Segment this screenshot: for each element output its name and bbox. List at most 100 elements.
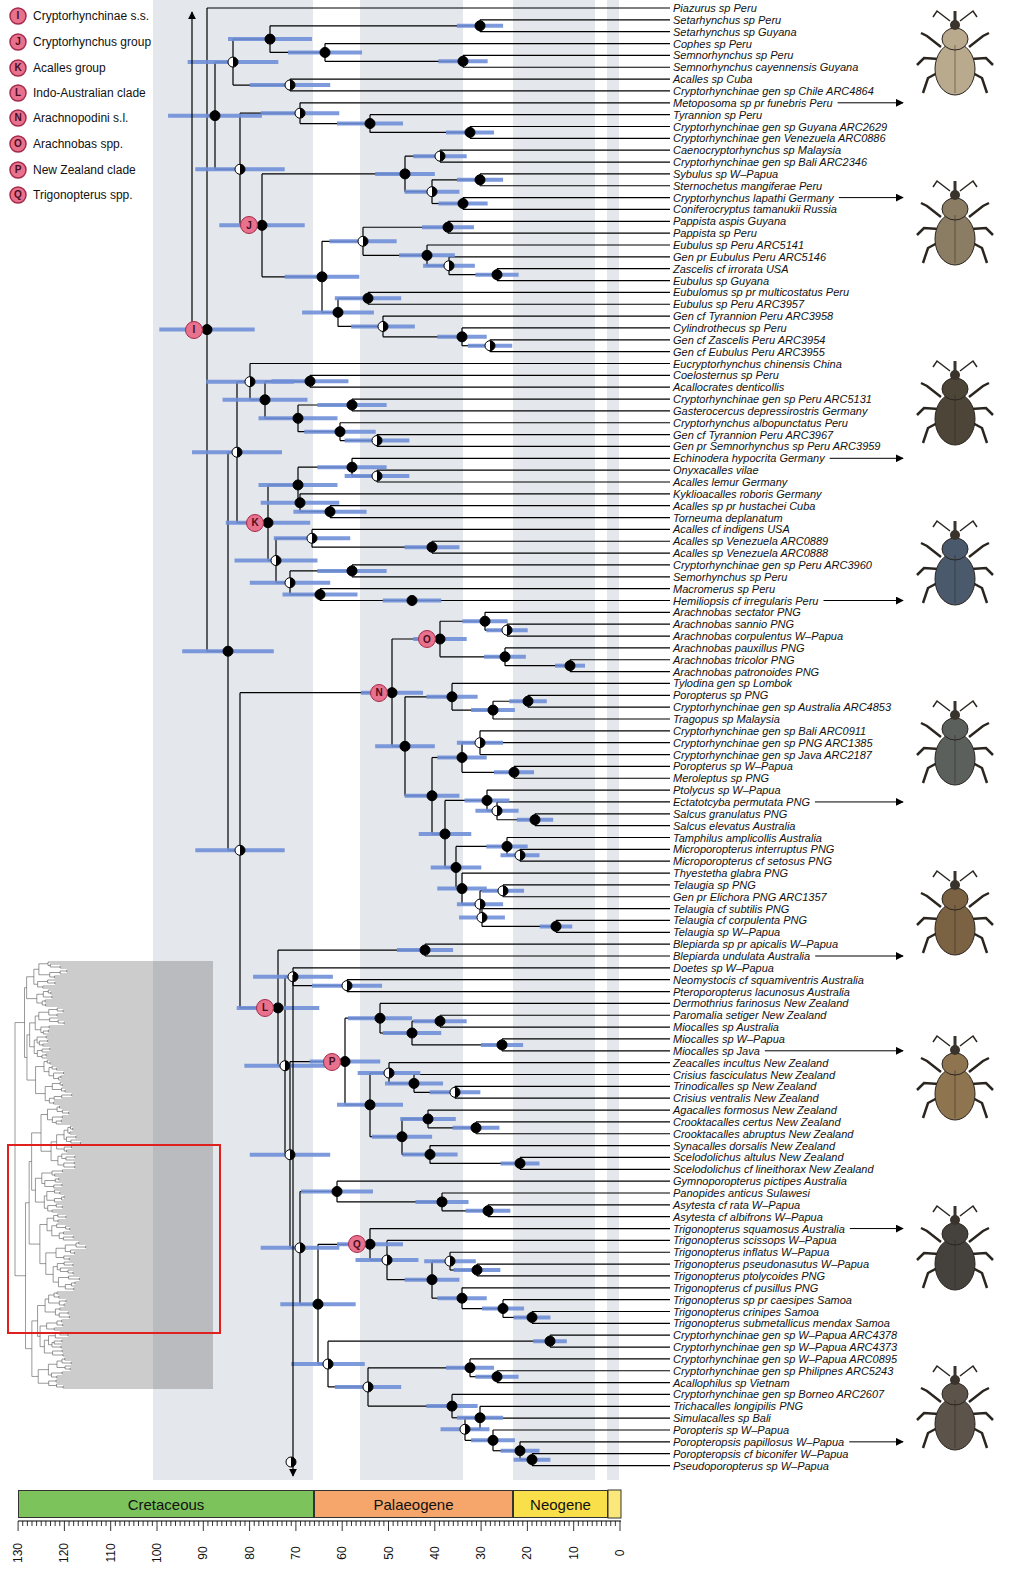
inset-tree-branch bbox=[57, 1011, 63, 1012]
support-dot-half bbox=[293, 972, 298, 982]
inset-tree-branch bbox=[45, 1299, 49, 1300]
inset-tree-branch bbox=[62, 1342, 69, 1343]
inset-tree-branch bbox=[64, 1072, 67, 1073]
inset-tree-branch bbox=[76, 1136, 83, 1137]
inset-tree-branch bbox=[60, 1020, 213, 1021]
support-dot bbox=[400, 169, 410, 179]
inset-tree-branch bbox=[59, 1106, 67, 1107]
support-dot-half bbox=[290, 578, 295, 588]
inset-tree-branch bbox=[44, 1208, 47, 1209]
node-text: Cretaceous bbox=[128, 1496, 205, 1513]
inset-tree-branch bbox=[54, 1078, 59, 1079]
taxon-label: Trigonopterus ptolycoides PNG bbox=[673, 1270, 825, 1282]
inset-tree-branch bbox=[65, 1251, 70, 1252]
axis-tick bbox=[420, 1521, 421, 1526]
tree-branch bbox=[503, 1299, 670, 1300]
taxon-label: Sternochetus mangiferae Peru bbox=[673, 180, 822, 192]
tree-branch bbox=[455, 1098, 670, 1099]
axis-number: 50 bbox=[382, 1546, 396, 1559]
inset-tree-branch bbox=[67, 1214, 213, 1215]
axis-tick bbox=[587, 1521, 588, 1526]
inset-tree-branch bbox=[59, 1305, 64, 1306]
inset-tree-branch bbox=[59, 1180, 62, 1181]
inset-tree-branch bbox=[62, 1206, 65, 1207]
inset-tree-branch bbox=[64, 1262, 67, 1263]
taxon-label: Cryptorhynchinae gen sp Peru ARC5131 bbox=[673, 393, 872, 405]
axis-tick bbox=[481, 1521, 482, 1531]
taxon-label: Arachnobas pauxillus PNG bbox=[673, 642, 804, 654]
inset-tree-branch bbox=[75, 1266, 213, 1267]
support-dot bbox=[480, 616, 490, 626]
inset-tree-branch bbox=[45, 1180, 55, 1181]
inset-tree-branch bbox=[66, 1298, 213, 1299]
inset-tree-branch bbox=[62, 1110, 70, 1111]
inset-tree-branch bbox=[38, 981, 48, 982]
inset-tree-branch bbox=[60, 1085, 62, 1086]
clade-marker: P bbox=[323, 1053, 341, 1071]
tree-branch bbox=[520, 1157, 670, 1158]
legend-text: Acalles group bbox=[33, 61, 106, 75]
inset-tree-branch bbox=[61, 1104, 213, 1105]
taxon-label: Pappista aspis Guyana bbox=[673, 215, 786, 227]
taxon-label: Caenocryptorhynchus sp Malaysia bbox=[673, 144, 841, 156]
inset-tree-branch bbox=[37, 1037, 46, 1038]
taxon-label: Gen cf Tyrannion Peru ARC3958 bbox=[673, 310, 833, 322]
inset-tree-branch bbox=[58, 1165, 64, 1166]
taxon-label: Salcus granulatus PNG bbox=[673, 808, 787, 820]
inset-tree-branch bbox=[44, 1061, 47, 1062]
support-dot-half bbox=[250, 377, 255, 387]
tree-branch bbox=[480, 19, 670, 20]
inset-tree-branch bbox=[59, 1077, 61, 1078]
inset-tree-branch bbox=[54, 964, 213, 965]
tree-branch bbox=[270, 25, 480, 26]
inset-tree-branch bbox=[29, 1161, 31, 1162]
inset-tree-branch bbox=[77, 1160, 213, 1161]
axis-tick bbox=[499, 1521, 500, 1526]
taxon-label: Panopides anticus Sulawesi bbox=[673, 1187, 810, 1199]
taxon-label: Cryptorhynchinae gen sp Borneo ARC2607 bbox=[673, 1388, 884, 1400]
tree-branch bbox=[449, 256, 670, 257]
inset-tree-branch bbox=[74, 1288, 77, 1289]
support-dot bbox=[422, 250, 432, 260]
support-dot bbox=[347, 400, 357, 410]
inset-tree-branch bbox=[62, 1084, 71, 1085]
support-dot bbox=[427, 1275, 437, 1285]
inset-tree-branch bbox=[65, 1350, 213, 1351]
axis-tick bbox=[138, 1521, 139, 1526]
inset-tree-branch bbox=[54, 1198, 61, 1199]
inset-tree-branch bbox=[71, 1356, 213, 1357]
inset-tree-branch bbox=[57, 1294, 61, 1295]
inset-tree-branch bbox=[73, 1314, 213, 1315]
axis-tick bbox=[147, 1521, 148, 1526]
inset-tree-branch bbox=[70, 1216, 213, 1217]
inset-tree-branch bbox=[63, 1324, 70, 1325]
tree-branch bbox=[502, 1038, 670, 1039]
tree-branch bbox=[448, 221, 670, 222]
axis-tick bbox=[323, 1521, 324, 1526]
support-dot bbox=[457, 332, 467, 342]
tree-branch bbox=[377, 470, 670, 471]
inset-tree-branch bbox=[94, 1246, 213, 1247]
inset-tree-branch bbox=[83, 1162, 213, 1163]
period-bar: Neogene bbox=[513, 1490, 608, 1518]
taxon-label: Acalles cf indigens USA bbox=[673, 523, 790, 535]
taxon-label: Eucryptorhynchus chinensis China bbox=[673, 358, 842, 370]
inset-tree-branch bbox=[52, 998, 60, 999]
inset-tree-branch bbox=[76, 1134, 213, 1135]
tree-branch bbox=[330, 517, 670, 518]
inset-tree-branch bbox=[58, 1277, 68, 1278]
time-band bbox=[513, 0, 595, 1480]
axis-tick bbox=[31, 1521, 32, 1526]
axis-tick bbox=[166, 1521, 167, 1526]
taxon-label: Simulacalles sp Bali bbox=[673, 1412, 771, 1424]
support-dot bbox=[475, 1413, 485, 1423]
inset-tree-branch bbox=[70, 1132, 79, 1133]
axis-tick bbox=[305, 1521, 306, 1526]
taxon-label: Trigonopterus crinipes Samoa bbox=[673, 1306, 819, 1318]
taxon-label: Gen cf Eubulus Peru ARC3955 bbox=[673, 346, 825, 358]
support-dot bbox=[407, 596, 417, 606]
support-dot bbox=[295, 498, 305, 508]
inset-tree-branch bbox=[54, 1190, 62, 1191]
inset-tree-branch bbox=[60, 1310, 70, 1311]
tree-branch bbox=[532, 1311, 670, 1312]
